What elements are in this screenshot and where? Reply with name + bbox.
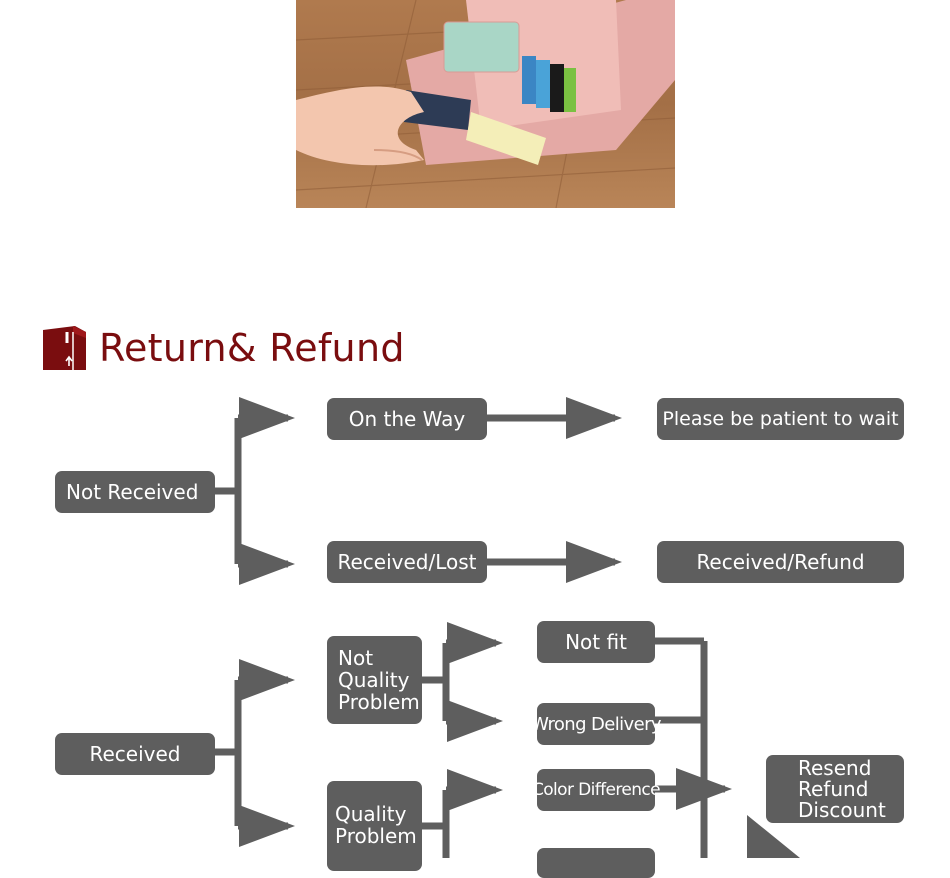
node-received: Received	[55, 733, 215, 775]
node-cut-off-bottom	[537, 848, 655, 878]
node-please-be-patient: Please be patient to wait	[657, 398, 904, 440]
node-not-quality-line-1: Not	[338, 646, 374, 670]
node-not-fit: Not fit	[537, 621, 655, 663]
package-return-icon	[43, 326, 86, 370]
node-on-the-way: On the Way	[327, 398, 487, 440]
node-resend-line-1: Resend	[798, 755, 872, 780]
node-not-quality-problem: Not Quality Problem	[327, 636, 422, 724]
node-resend-refund-discount: Resend Refund Discount	[766, 755, 904, 823]
node-resend-line-3: Discount	[798, 797, 886, 822]
product-photo-wallet	[296, 0, 675, 208]
partial-arrowhead-bottom	[747, 815, 800, 858]
node-not-quality-line-3: Problem	[338, 690, 420, 714]
node-wrong-delivery: Wrong Delivery	[531, 703, 662, 745]
node-received-refund: Received/Refund	[657, 541, 904, 583]
node-quality-problem: Quality Problem	[327, 781, 422, 871]
node-received-lost: Received/Lost	[327, 541, 487, 583]
section-heading: Return& Refund	[43, 325, 405, 371]
node-not-received: Not Received	[55, 471, 215, 513]
wallet-image	[296, 0, 675, 208]
node-not-quality-line-2: Quality	[338, 668, 410, 692]
node-quality-line-2: Problem	[335, 824, 417, 848]
node-resend-line-2: Refund	[798, 776, 869, 801]
page-title: Return& Refund	[99, 326, 405, 370]
node-quality-line-1: Quality	[335, 802, 407, 826]
node-color-difference: Color Difference	[532, 769, 661, 811]
refund-flowchart	[214, 397, 800, 858]
